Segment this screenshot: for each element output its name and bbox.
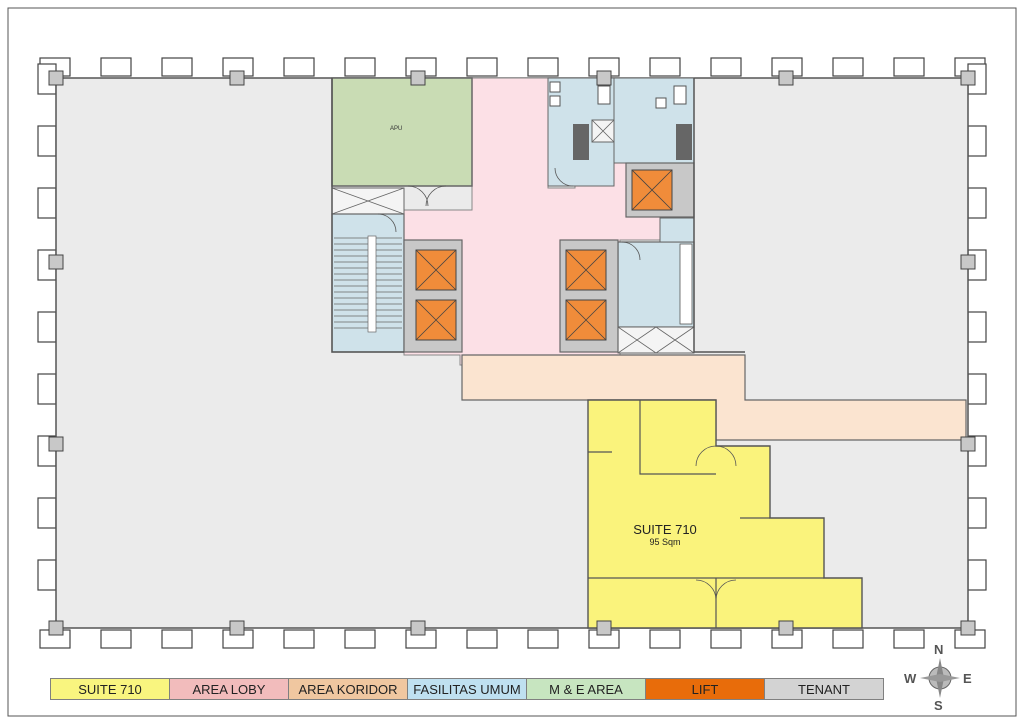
structural-column: [229, 620, 245, 636]
legend-lift: LIFT: [645, 678, 765, 700]
janitor-shaft-cross: [591, 119, 615, 143]
stair-handrail: [367, 235, 377, 333]
window-mullion: [967, 373, 987, 405]
compass-n: N: [934, 642, 944, 657]
window-mullion: [527, 57, 559, 77]
structural-column: [778, 620, 794, 636]
window-mullion: [710, 57, 742, 77]
lift-car-cross: [415, 249, 457, 291]
lift-cars-left: [415, 249, 457, 341]
structural-column: [48, 254, 64, 270]
window-mullion: [283, 57, 315, 77]
suite-label: SUITE 710 95 Sqm: [600, 522, 730, 547]
window-mullion: [37, 497, 57, 529]
structural-column: [410, 70, 426, 86]
apu-room: [331, 77, 473, 187]
compass-e: E: [963, 671, 972, 686]
window-mullion: [37, 187, 57, 219]
apu-label: APU: [390, 126, 403, 132]
window-mullion: [710, 629, 742, 649]
sink-right: [676, 124, 692, 160]
legend-me-area: M & E AREA: [526, 678, 646, 700]
wc-5: [655, 97, 667, 109]
compass-w: W: [904, 671, 917, 686]
wc-2: [549, 95, 561, 107]
core-outline: [331, 78, 404, 353]
riser-shaft-cross: [617, 326, 695, 354]
wc-3: [597, 85, 611, 105]
wc-1: [549, 81, 561, 93]
suite-710-area: [587, 399, 863, 629]
legend-fasilitas-umum: FASILITAS UMUM: [407, 678, 527, 700]
page-frame: [7, 7, 1017, 717]
legend-area-loby: AREA LOBY: [169, 678, 289, 700]
window-mullion: [37, 373, 57, 405]
window-mullion: [466, 57, 498, 77]
structural-column: [960, 70, 976, 86]
window-mullion: [37, 311, 57, 343]
suite-name: SUITE 710: [633, 522, 697, 537]
window-mullion: [344, 629, 376, 649]
window-mullion: [967, 559, 987, 591]
structural-column: [596, 70, 612, 86]
facility-room-shelf: [679, 243, 693, 325]
lift-cars-right: [565, 249, 607, 341]
lift-car-cross: [565, 249, 607, 291]
suite-partitions: [588, 400, 824, 628]
structural-column: [960, 254, 976, 270]
core-doors: [377, 167, 641, 261]
service-lift-cross: [631, 169, 673, 211]
compass-rose: N S W E: [900, 640, 980, 720]
legend-area-koridor: AREA KORIDOR: [288, 678, 408, 700]
duct-shaft-cross: [331, 187, 405, 215]
core-outline-right: [693, 78, 745, 353]
window-mullion: [283, 629, 315, 649]
window-mullion: [649, 629, 681, 649]
legend-suite-710: SUITE 710: [50, 678, 170, 700]
window-mullion: [967, 311, 987, 343]
structural-column: [960, 436, 976, 452]
window-mullion: [893, 629, 925, 649]
window-mullion: [832, 629, 864, 649]
structural-column: [48, 436, 64, 452]
small-facility: [659, 217, 695, 243]
structural-column: [778, 70, 794, 86]
window-mullion: [344, 57, 376, 77]
suite-area: 95 Sqm: [649, 537, 681, 547]
compass-icon: [920, 658, 960, 698]
compass-s: S: [934, 698, 943, 713]
window-mullion: [466, 629, 498, 649]
wc-4: [673, 85, 687, 105]
sink-left: [573, 124, 589, 160]
structural-column: [48, 70, 64, 86]
window-mullion: [37, 125, 57, 157]
structural-columns: [48, 70, 976, 636]
structural-column: [229, 70, 245, 86]
window-mullion: [161, 57, 193, 77]
window-mullion: [893, 57, 925, 77]
lift-car-cross: [415, 299, 457, 341]
structural-column: [410, 620, 426, 636]
window-mullion: [967, 125, 987, 157]
structural-column: [960, 620, 976, 636]
stair-treads: [334, 235, 402, 333]
structural-column: [596, 620, 612, 636]
window-mullion: [100, 629, 132, 649]
window-mullion: [100, 57, 132, 77]
window-mullion: [967, 187, 987, 219]
window-mullion: [37, 559, 57, 591]
legend: SUITE 710 AREA LOBY AREA KORIDOR FASILIT…: [50, 678, 884, 700]
structural-column: [48, 620, 64, 636]
window-mullion: [161, 629, 193, 649]
window-mullion: [832, 57, 864, 77]
window-mullion: [527, 629, 559, 649]
lift-car-cross: [565, 299, 607, 341]
window-mullion: [967, 497, 987, 529]
legend-tenant: TENANT: [764, 678, 884, 700]
riser-shaft: [617, 326, 695, 354]
window-mullion: [649, 57, 681, 77]
